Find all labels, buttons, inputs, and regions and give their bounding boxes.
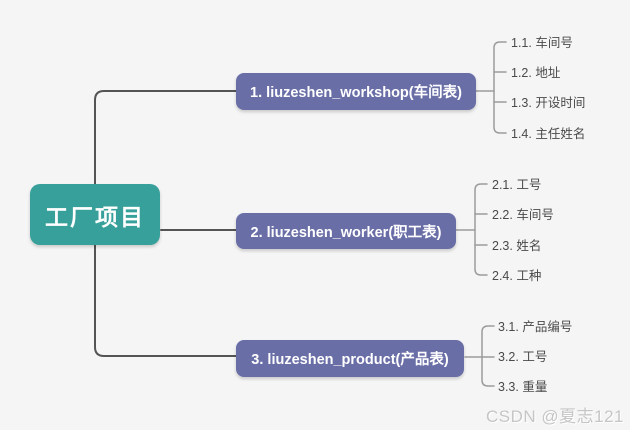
leaf-3-3[interactable]: 3.3. 重量 xyxy=(498,380,548,395)
leaf-3-2[interactable]: 3.2. 工号 xyxy=(498,350,548,365)
bracket-branch1-spine xyxy=(493,41,507,134)
bracket-branch3-spine xyxy=(481,325,495,387)
leaf-2-2[interactable]: 2.2. 车间号 xyxy=(492,208,554,223)
leaf-1-1[interactable]: 1.1. 车间号 xyxy=(511,36,573,51)
leaf-2-3[interactable]: 2.3. 姓名 xyxy=(492,239,542,254)
leaf-2-4[interactable]: 2.4. 工种 xyxy=(492,269,542,284)
connector-root-branch3 xyxy=(94,244,237,357)
root-node-factory-project[interactable]: 工厂项目 xyxy=(30,184,160,245)
leaf-2-1[interactable]: 2.1. 工号 xyxy=(492,178,542,193)
leaf-1-3[interactable]: 1.3. 开设时间 xyxy=(511,96,586,111)
csdn-watermark: CSDN @夏志121 xyxy=(485,407,624,426)
leaf-1-4[interactable]: 1.4. 主任姓名 xyxy=(511,127,586,142)
leaf-3-1[interactable]: 3.1. 产品编号 xyxy=(498,320,573,335)
connector-root-branch1 xyxy=(94,90,237,185)
bracket-branch2-spine xyxy=(474,183,488,276)
branch-node-worker[interactable]: 2. liuzeshen_worker(职工表) xyxy=(236,213,456,249)
branch-node-product[interactable]: 3. liuzeshen_product(产品表) xyxy=(236,340,464,377)
leaf-1-2[interactable]: 1.2. 地址 xyxy=(511,66,561,81)
branch-node-workshop[interactable]: 1. liuzeshen_workshop(车间表) xyxy=(236,73,476,110)
